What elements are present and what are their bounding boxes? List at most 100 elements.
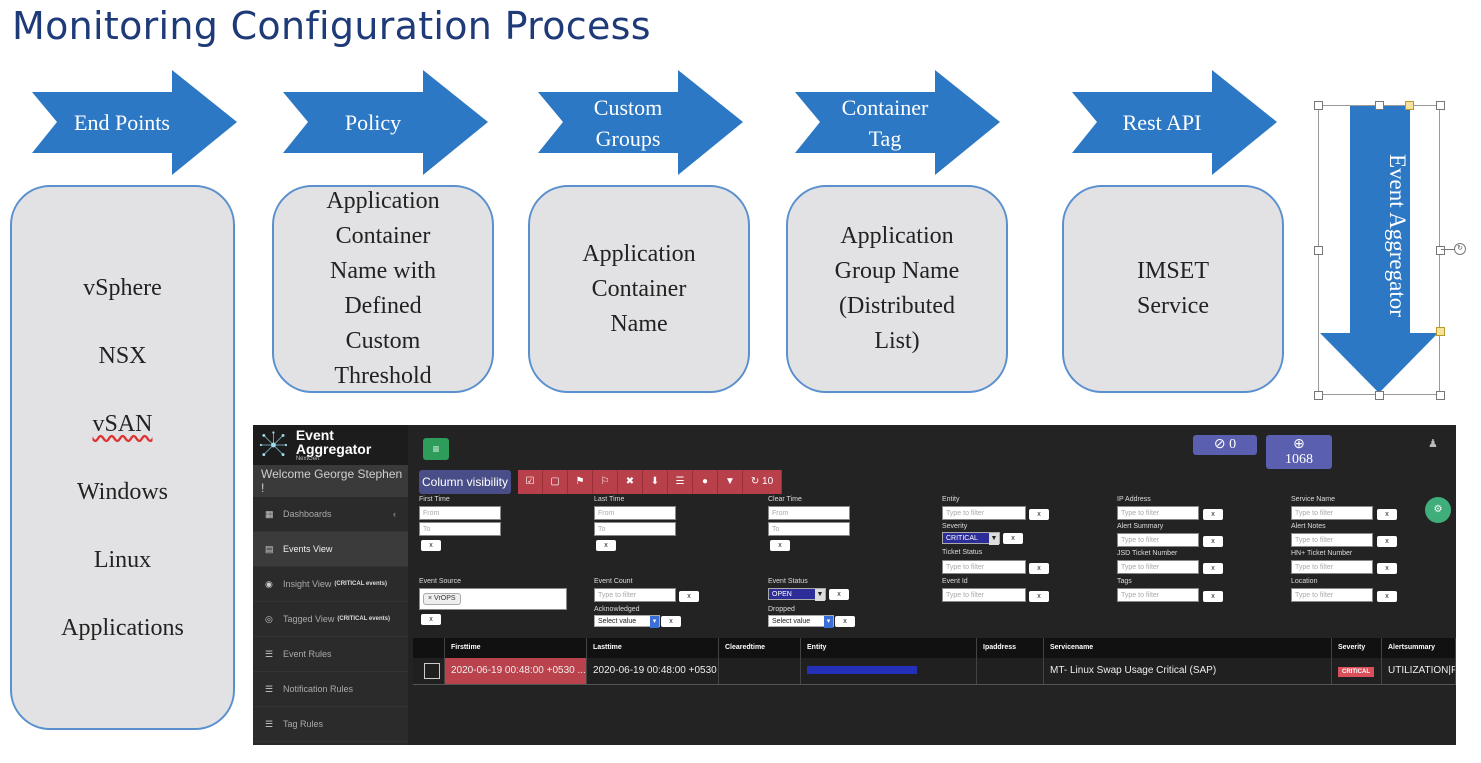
hn-ticket-filter-input[interactable]: Type to filter (1291, 560, 1373, 574)
adjust-handle[interactable] (1405, 101, 1414, 110)
service-name-filter-input[interactable]: Type to filter (1291, 506, 1373, 520)
clear-filter-button[interactable]: x (679, 591, 699, 602)
resize-handle[interactable] (1375, 101, 1384, 110)
clear-filter-button[interactable]: x (1377, 591, 1397, 602)
clear-filter-button[interactable]: x (1203, 509, 1223, 520)
event-id-filter-input[interactable]: Type to filter (942, 588, 1026, 602)
hidden-events-button[interactable]: ⊘ 0 (1193, 435, 1257, 455)
event-count-filter-input[interactable]: Type to filter (594, 588, 676, 602)
menu-toggle-button[interactable]: ≡ (423, 438, 449, 460)
arrow-policy: Policy (283, 70, 488, 175)
ticket-status-filter-input[interactable]: Type to filter (942, 560, 1026, 574)
flag-outline-icon[interactable]: ⚐ (593, 470, 618, 494)
nav-insight-view[interactable]: ◉Insight View(CRITICAL events) (253, 567, 408, 602)
entity-filter-input[interactable]: Type to filter (942, 506, 1026, 520)
user-icon[interactable]: ♟ (1428, 438, 1438, 450)
clear-filter-button[interactable]: x (421, 614, 441, 625)
resize-handle[interactable] (1314, 101, 1323, 110)
resize-handle[interactable] (1314, 391, 1323, 400)
chevron-down-icon: ▼ (815, 589, 825, 601)
close-icon[interactable]: ✖ (618, 470, 643, 494)
nav-events-view[interactable]: ▤Events View (253, 532, 408, 567)
jsd-ticket-filter-input[interactable]: Type to filter (1117, 560, 1199, 574)
column-header-severity[interactable]: Severity (1332, 638, 1382, 658)
flag-icon[interactable]: ⚑ (568, 470, 593, 494)
event-status-select[interactable]: OPEN▼ (768, 588, 826, 601)
clear-filter-button[interactable]: x (1377, 536, 1397, 547)
clear-filter-button[interactable]: x (1377, 509, 1397, 520)
box-line: Container (335, 223, 431, 249)
clear-filter-button[interactable]: x (661, 616, 681, 627)
clear-filter-button[interactable]: x (421, 540, 441, 551)
column-header-ipaddress[interactable]: Ipaddress (977, 638, 1044, 658)
nav-tag-rules[interactable]: ☰Tag Rules (253, 707, 408, 742)
nav-notification-rules[interactable]: ☰Notification Rules (253, 672, 408, 707)
event-aggregator-arrow[interactable]: Event Aggregator ↻ (1314, 101, 1466, 400)
clear-time-from-input[interactable]: From (768, 506, 850, 520)
download-icon[interactable]: ⬇ (643, 470, 668, 494)
rotate-handle-icon[interactable]: ↻ (1454, 243, 1466, 255)
resize-handle[interactable] (1314, 246, 1323, 255)
resize-handle[interactable] (1436, 391, 1445, 400)
grid-icon: ▦ (265, 508, 274, 519)
dropped-select[interactable]: Select value▾ (768, 615, 834, 628)
last-time-to-input[interactable]: To (594, 522, 676, 536)
first-time-to-input[interactable]: To (419, 522, 501, 536)
clear-filter-button[interactable]: x (1029, 509, 1049, 520)
refresh-button[interactable]: ↻ 10 (743, 470, 782, 494)
event-source-chip[interactable]: × VrOPS (423, 593, 461, 605)
nav-event-rules[interactable]: ☰Event Rules (253, 637, 408, 672)
nav-dashboards[interactable]: ▦Dashboards‹ (253, 497, 408, 532)
download-button[interactable]: ⊕1068 (1266, 435, 1332, 469)
arrow-label: End Points (74, 110, 170, 135)
clear-filter-button[interactable]: x (770, 540, 790, 551)
column-header-clearedtime[interactable]: Clearedtime (719, 638, 801, 658)
list-icon[interactable]: ☰ (668, 470, 693, 494)
clear-filter-button[interactable]: x (1029, 563, 1049, 574)
arrow-label: Policy (344, 110, 402, 135)
refresh-count: 10 (762, 476, 774, 487)
tags-filter-input[interactable]: Type to filter (1117, 588, 1199, 602)
clear-filter-button[interactable]: x (829, 589, 849, 600)
nav-tagged-view[interactable]: ◎Tagged View(CRITICAL events) (253, 602, 408, 637)
acknowledged-select[interactable]: Select value▾ (594, 615, 660, 628)
box-line: List) (874, 328, 920, 354)
filter-icon[interactable]: ▼ (718, 470, 743, 494)
clear-time-to-input[interactable]: To (768, 522, 850, 536)
comment-icon[interactable]: ● (693, 470, 718, 494)
redacted-entity-link[interactable] (807, 666, 917, 675)
last-time-from-input[interactable]: From (594, 506, 676, 520)
column-header-servicename[interactable]: Servicename (1044, 638, 1332, 658)
column-header-alertsummary[interactable]: Alertsummary (1382, 638, 1456, 658)
brand: Event Aggregator NextGen (253, 425, 408, 465)
column-header-lasttime[interactable]: Lasttime (587, 638, 719, 658)
settings-fab-button[interactable]: ⚙ (1425, 497, 1451, 523)
clear-filter-button[interactable]: x (835, 616, 855, 627)
clear-filter-button[interactable]: x (1377, 563, 1397, 574)
alert-summary-filter-input[interactable]: Type to filter (1117, 533, 1199, 547)
clear-filter-button[interactable]: x (1203, 591, 1223, 602)
location-filter-input[interactable]: Type to filter (1291, 588, 1373, 602)
resize-handle[interactable] (1375, 391, 1384, 400)
resize-handle[interactable] (1436, 246, 1445, 255)
clear-filter-button[interactable]: x (1029, 591, 1049, 602)
clear-filter-button[interactable]: x (1003, 533, 1023, 544)
table-row[interactable]: 2020-06-19 00:48:00 +0530 ... 2020-06-19… (413, 658, 1456, 685)
alert-notes-filter-input[interactable]: Type to filter (1291, 533, 1373, 547)
column-visibility-button[interactable]: Column visibility (419, 470, 511, 494)
clear-filter-button[interactable]: x (596, 540, 616, 551)
adjust-handle[interactable] (1436, 327, 1445, 336)
resize-handle[interactable] (1436, 101, 1445, 110)
clear-filter-button[interactable]: x (1203, 563, 1223, 574)
ip-address-filter-input[interactable]: Type to filter (1117, 506, 1199, 520)
row-checkbox[interactable] (413, 658, 445, 684)
first-time-from-input[interactable]: From (419, 506, 501, 520)
severity-select[interactable]: CRITICAL ▼ (942, 532, 1000, 545)
check-icon[interactable]: ☑ (518, 470, 543, 494)
event-source-input[interactable]: × VrOPS (419, 588, 567, 610)
square-icon[interactable]: ▢ (543, 470, 568, 494)
column-header-firsttime[interactable]: Firsttime (445, 638, 587, 658)
download-count: 1068 (1285, 452, 1313, 467)
column-header-entity[interactable]: Entity (801, 638, 977, 658)
clear-filter-button[interactable]: x (1203, 536, 1223, 547)
